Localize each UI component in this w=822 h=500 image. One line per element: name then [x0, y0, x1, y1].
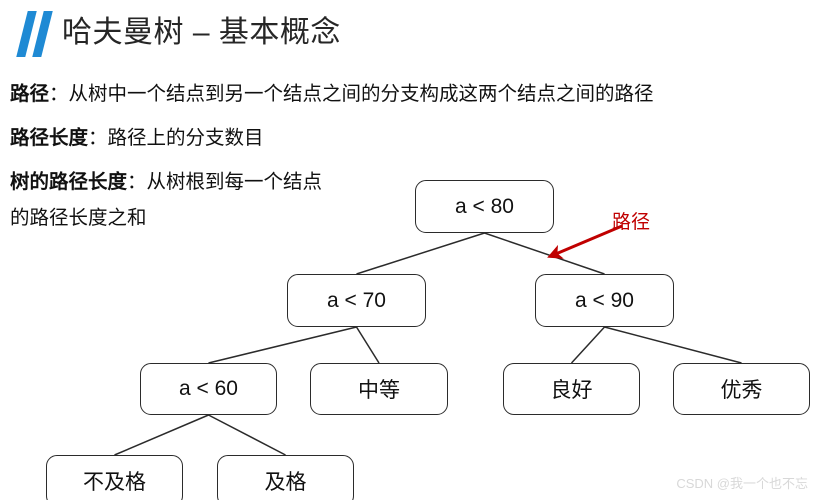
tree-node-label: a < 90 [575, 288, 634, 312]
tree-node-pass: 及格 [217, 455, 354, 500]
watermark: CSDN @我一个也不忘 [676, 476, 808, 491]
tree-node-r90: a < 90 [535, 274, 674, 327]
tree-node-label: 良好 [550, 379, 593, 402]
definition-path-length: 路径长度：路径上的分支数目 [10, 124, 264, 152]
title-accent-bars-icon [16, 11, 58, 57]
tree-node-label: 优秀 [720, 379, 763, 402]
definition-path-length-text: ：路径上的分支数目 [88, 127, 264, 149]
path-annotation-label: 路径 [612, 212, 651, 233]
tree-edge-l70-l60 [208, 326, 357, 364]
tree-node-l60: a < 60 [140, 363, 277, 415]
tree-node-good: 良好 [503, 363, 640, 415]
definition-path-length-term: 路径长度 [10, 127, 89, 149]
tree-edge-root-l70 [356, 232, 485, 275]
tree-node-fail: 不及格 [46, 455, 183, 500]
definition-path-term: 路径 [10, 83, 50, 105]
tree-node-root: a < 80 [415, 180, 554, 233]
definition-path-text: ：从树中一个结点到另一个结点之间的分支构成这两个结点之间的路径 [49, 83, 654, 105]
tree-edge-r90-good [570, 326, 606, 364]
tree-node-label: 中等 [358, 379, 400, 402]
slide-title-bar: 哈夫曼树 – 基本概念 [0, 0, 822, 66]
tree-node-label: a < 70 [327, 288, 386, 312]
tree-node-mid: 中等 [310, 363, 448, 415]
definition-path: 路径：从树中一个结点到另一个结点之间的分支构成这两个结点之间的路径 [10, 80, 654, 108]
definition-tree-path-length-text: ：从树根到每一个结点 [127, 171, 323, 193]
tree-node-label: a < 60 [179, 377, 238, 400]
page-title: 哈夫曼树 – 基本概念 [62, 16, 341, 49]
definition-tree-path-length-cont: 的路径长度之和 [10, 207, 147, 229]
tree-edge-l70-mid [355, 326, 380, 364]
tree-node-l70: a < 70 [287, 274, 426, 327]
tree-edge-r90-excel [604, 326, 742, 364]
definition-tree-path-length-term: 树的路径长度 [10, 171, 128, 193]
tree-node-label: 及格 [264, 471, 307, 494]
tree-edge-l60-pass [208, 414, 286, 456]
tree-edge-root-r90 [484, 232, 605, 275]
tree-node-label: a < 80 [455, 194, 514, 218]
definition-tree-path-length: 树的路径长度：从树根到每一个结点 [10, 168, 322, 196]
tree-node-label: 不及格 [83, 471, 146, 494]
tree-edge-l60-fail [114, 414, 209, 456]
tree-edges [114, 232, 742, 456]
tree-node-excel: 优秀 [673, 363, 810, 415]
